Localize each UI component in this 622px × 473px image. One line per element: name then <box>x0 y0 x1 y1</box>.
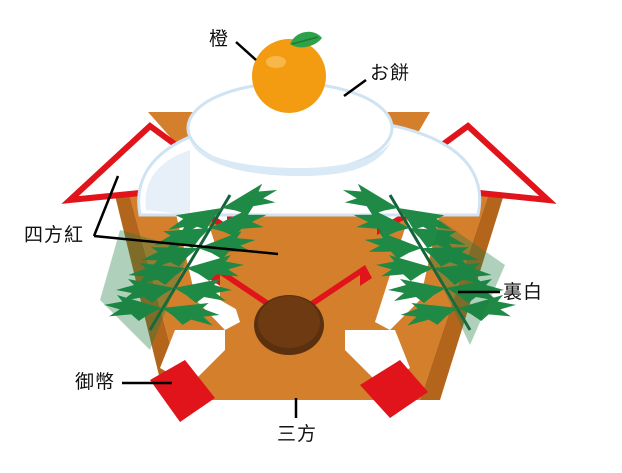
daidai-highlight <box>266 56 286 68</box>
leader-shihobeni-upper <box>92 175 120 237</box>
urajiro-fern-left <box>100 179 282 350</box>
label-urajiro: 裏白 <box>503 281 544 303</box>
daidai-fruit <box>252 39 326 113</box>
urajiro-fern-right <box>338 179 518 345</box>
leader-lines <box>92 41 500 418</box>
gohei-right-red <box>360 360 428 418</box>
mochi-lower-shade <box>145 150 190 215</box>
leader-daidai <box>235 41 257 61</box>
leader-omochi <box>343 78 367 98</box>
label-sanbo: 三方 <box>277 423 318 445</box>
daidai-orange <box>252 31 326 113</box>
label-shihobeni: 四方紅 <box>24 224 85 246</box>
label-gohei: 御幣 <box>75 371 116 393</box>
label-omochi: お餅 <box>370 62 411 84</box>
leader-shihobeni-lower <box>93 234 279 256</box>
label-daidai: 橙 <box>209 28 230 50</box>
gohei-paper <box>150 330 428 422</box>
gohei-left-red <box>150 360 215 422</box>
omochi <box>137 81 482 217</box>
mochi-upper-shade <box>190 140 392 176</box>
